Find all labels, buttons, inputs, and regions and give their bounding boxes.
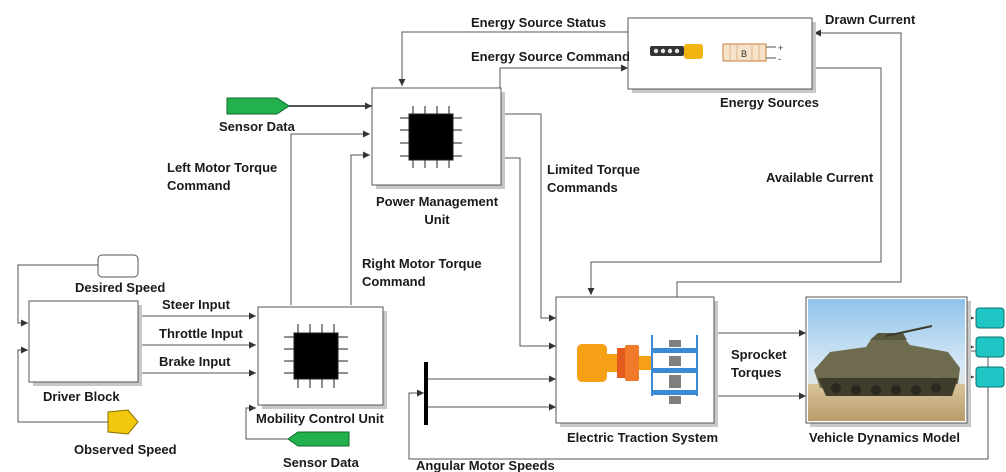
right-motor-torque-label-1: Right Motor Torque [362,256,482,271]
desired-speed-inport[interactable] [97,254,139,278]
brake-input-label: Brake Input [159,354,231,369]
outport-1[interactable] [975,307,1005,329]
energy-sources-label: Energy Sources [720,95,819,110]
wire-desired-speed[interactable] [17,264,98,327]
battery-pack-icon [650,44,703,59]
limited-torque-label-1: Limited Torque [547,162,640,177]
battery-plus-terminal: + [778,43,783,53]
wire-right-motor-torque[interactable] [350,151,370,305]
wire-drawn-current[interactable] [676,29,902,297]
mobility-control-unit-label: Mobility Control Unit [256,411,384,426]
energy-source-status-label: Energy Source Status [471,15,606,30]
vehicle-dynamics-model-block[interactable] [805,296,971,427]
chip-icon [400,106,462,168]
wire-limited-torque-2[interactable] [502,157,556,350]
armored-vehicle-photo [808,299,965,421]
throttle-input-label: Throttle Input [159,326,243,341]
wire-limited-torque-1[interactable] [502,113,556,322]
observed-speed-from-block[interactable] [107,409,139,435]
outport-2[interactable] [975,336,1005,358]
chip-icon [284,324,348,388]
outport-3[interactable] [975,366,1005,388]
steer-input-label: Steer Input [162,297,231,312]
sensor-data-bottom-goto[interactable] [287,431,350,447]
battery-icon: B + - [722,43,783,64]
left-motor-torque-label-1: Left Motor Torque [167,160,277,175]
right-motor-torque-label-2: Command [362,274,426,289]
driver-block-label: Driver Block [43,389,120,404]
available-current-label: Available Current [766,170,874,185]
wire-left-motor-torque[interactable] [290,130,370,305]
sprocket-torques-label-2: Torques [731,365,781,380]
electric-traction-system-label: Electric Traction System [567,430,718,445]
power-management-unit-block[interactable] [371,87,505,189]
left-motor-torque-label-2: Command [167,178,231,193]
wire-energy-source-command[interactable] [499,64,628,92]
observed-speed-label: Observed Speed [74,442,177,457]
wire-sensor-data-bottom[interactable] [245,404,288,440]
mobility-control-unit-block[interactable] [257,306,387,409]
sensor-data-bottom-label: Sensor Data [283,455,360,470]
power-management-label-2: Unit [424,212,450,227]
electric-traction-system-block[interactable] [555,296,718,427]
sensor-data-top-label: Sensor Data [219,119,296,134]
energy-sources-block[interactable]: B + - [627,17,816,93]
angular-motor-speeds-label: Angular Motor Speeds [416,458,555,472]
battery-minus-terminal: - [778,54,781,64]
energy-source-command-label: Energy Source Command [471,49,630,64]
labels: Energy Source Status Energy Source Comma… [43,12,960,472]
battery-glyph-label: B [741,49,747,59]
power-management-label-1: Power Management [376,194,499,209]
drawn-current-label: Drawn Current [825,12,916,27]
wire-available-current[interactable] [587,67,882,295]
wire-energy-source-status[interactable] [398,31,628,86]
vehicle-dynamics-model-label: Vehicle Dynamics Model [809,430,960,445]
desired-speed-label: Desired Speed [75,280,165,295]
traction-drive-icon [577,335,698,404]
sprocket-torques-label-1: Sprocket [731,347,787,362]
limited-torque-label-2: Commands [547,180,618,195]
sensor-data-top-goto[interactable] [226,97,290,115]
wire-observed-speed[interactable] [17,346,108,423]
wires [17,29,989,460]
driver-block[interactable] [28,300,142,386]
mux-bar[interactable] [424,362,428,425]
